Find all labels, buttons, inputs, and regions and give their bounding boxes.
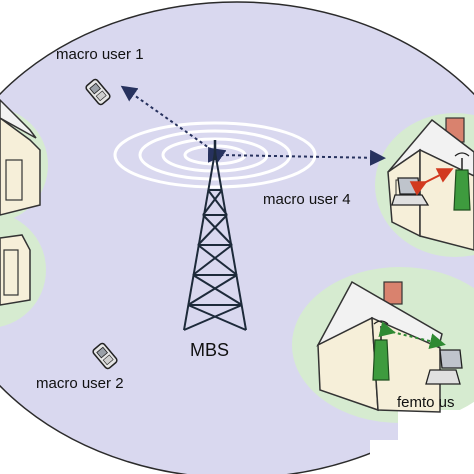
laptop-icon xyxy=(425,349,463,385)
mobile-phone-icon xyxy=(85,78,111,106)
cell-tower-icon xyxy=(183,140,247,331)
femto-uplink-user4 xyxy=(409,168,454,196)
house-icon xyxy=(0,98,41,216)
house-icon xyxy=(0,234,31,306)
femto-downlink-user xyxy=(378,321,446,349)
femto-user-label: femto us xyxy=(397,394,455,411)
mobile-phone-icon xyxy=(92,342,118,370)
macro-user-1-label: macro user 1 xyxy=(56,46,144,63)
femto-access-point-icon xyxy=(453,152,471,211)
mbs-label: MBS xyxy=(190,340,230,360)
background-block-lower xyxy=(370,440,474,474)
macro-user-2-label: macro user 2 xyxy=(36,375,124,392)
macro-user-4-label: macro user 4 xyxy=(263,191,351,208)
